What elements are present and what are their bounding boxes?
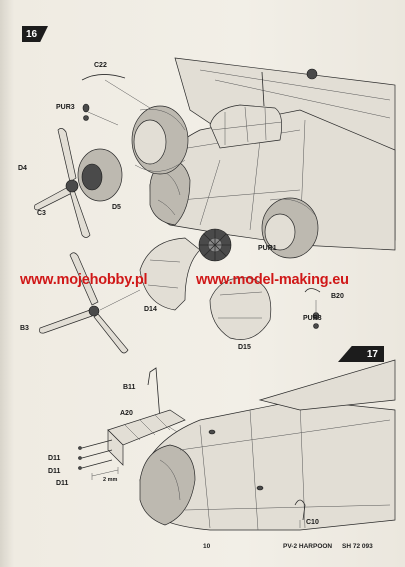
label-pur3-top: PUR3 — [56, 104, 75, 111]
label-b20: B20 — [331, 293, 344, 300]
label-d11-a: D11 — [48, 455, 61, 462]
label-c22: C22 — [94, 62, 107, 69]
label-c10: C10 — [306, 519, 319, 526]
watermark-mojehobby: www.mojehobby.pl — [20, 272, 148, 288]
part-c10 — [294, 499, 306, 521]
page-number: 10 — [203, 543, 211, 550]
step-number-17: 17 — [366, 348, 378, 360]
label-b11: B11 — [123, 384, 136, 391]
label-d11-c: D11 — [56, 480, 69, 487]
label-d15: D15 — [238, 344, 251, 351]
propeller-c3 — [34, 128, 91, 238]
part-b11 — [147, 367, 161, 421]
cowling-d14 — [139, 237, 201, 311]
canopy — [209, 104, 282, 149]
part-c22 — [81, 74, 126, 81]
footer-product-code: SH 72 093 — [342, 543, 373, 550]
label-pur3-bottom: PUR3 — [303, 315, 322, 322]
cowling-d15 — [209, 277, 272, 340]
radial-engine — [198, 228, 232, 262]
label-d14: D14 — [144, 306, 157, 313]
watermark-model-making: www.model-making.eu — [196, 272, 349, 288]
label-c3: C3 — [37, 210, 46, 217]
step-marker-17: 17 — [338, 346, 384, 362]
footer-model-name: PV-2 HARPOON — [283, 543, 333, 550]
guns-d11 — [78, 439, 119, 480]
label-dimension: 2 mm — [103, 477, 118, 483]
label-d11-b: D11 — [48, 468, 61, 475]
label-d5: D5 — [112, 204, 121, 211]
step-number-16: 16 — [26, 28, 38, 40]
step-marker-16: 16 — [22, 26, 48, 42]
label-d4: D4 — [18, 165, 27, 172]
part-b20 — [304, 288, 321, 293]
label-pur1: PUR1 — [258, 245, 277, 252]
label-a20: A20 — [120, 410, 133, 417]
propeller-b3 — [39, 252, 129, 354]
label-b3: B3 — [20, 325, 29, 332]
